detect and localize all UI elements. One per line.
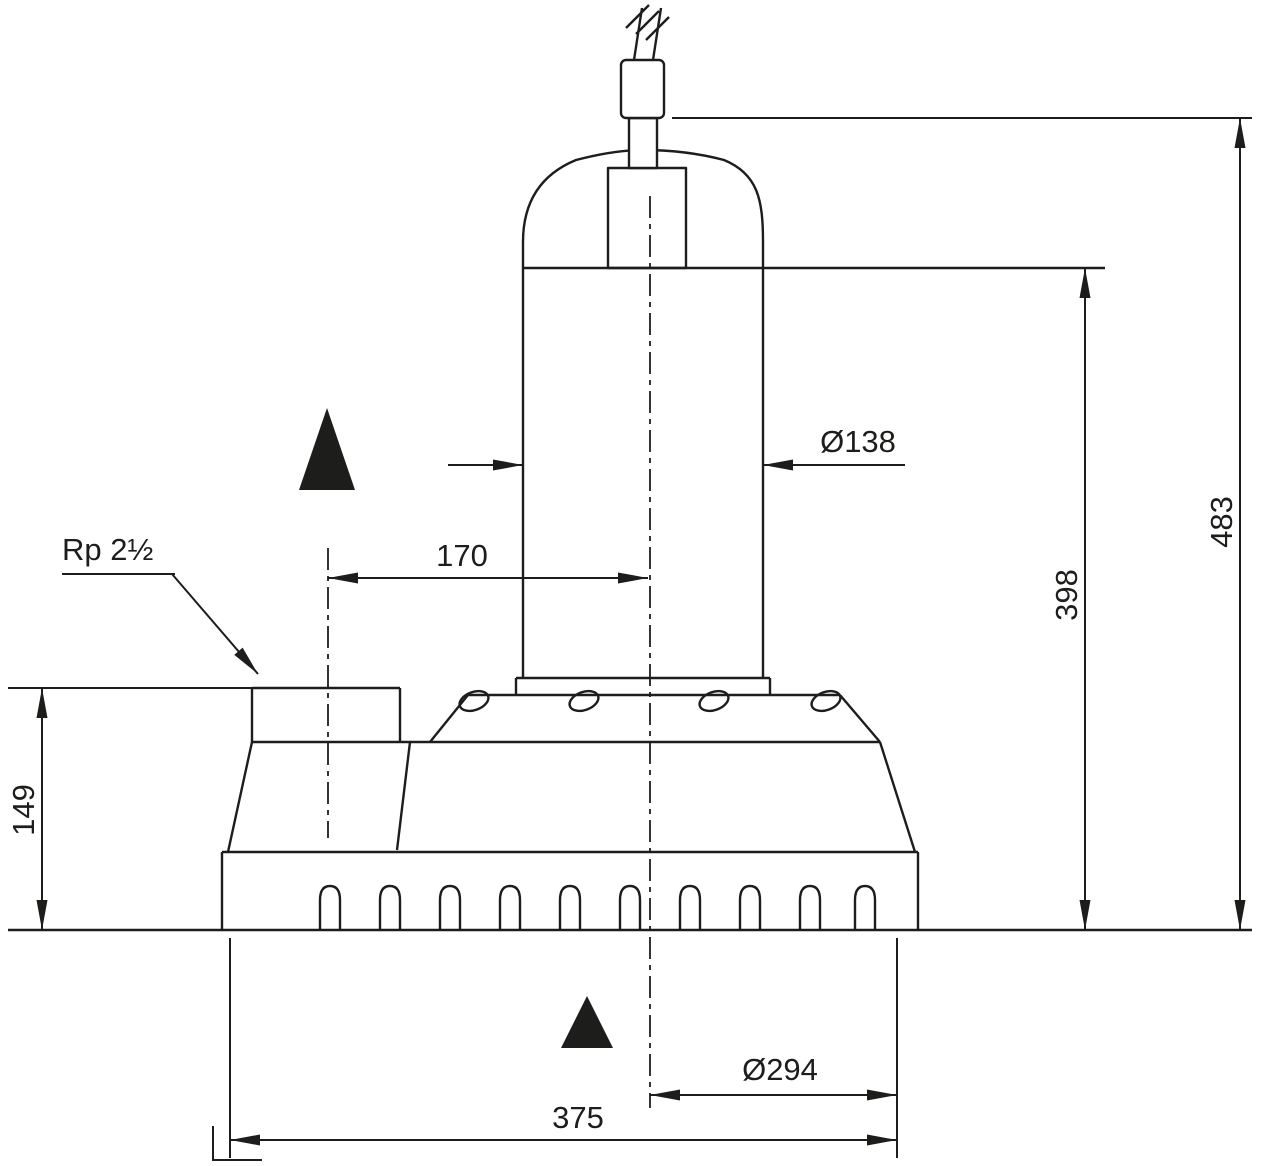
lower-flange bbox=[514, 676, 772, 695]
dimension-170-label: 170 bbox=[436, 538, 488, 573]
discharge-port bbox=[250, 686, 402, 742]
strainer-slots bbox=[318, 884, 877, 930]
frame-corner bbox=[212, 1126, 262, 1161]
pump-outline bbox=[8, 4, 1252, 1161]
strainer-slot bbox=[853, 884, 877, 930]
strainer-slot bbox=[318, 884, 342, 930]
dimension-149: 149 bbox=[6, 687, 252, 930]
volute-seam bbox=[395, 741, 412, 851]
dimension-375-label: 375 bbox=[552, 1100, 604, 1135]
dimension-149-label: 149 bbox=[6, 784, 41, 836]
clip-icon bbox=[698, 689, 730, 713]
leader-line bbox=[171, 573, 259, 675]
clip-band bbox=[429, 693, 881, 743]
dimension-398: 398 bbox=[1049, 268, 1091, 930]
cable-connector-body bbox=[619, 58, 666, 120]
dimension-dia294: Ø294 bbox=[650, 938, 898, 1158]
dimension-dia294-label: Ø294 bbox=[742, 1052, 818, 1087]
dimension-dia138-label: Ø138 bbox=[820, 424, 896, 459]
centerlines bbox=[327, 196, 651, 1108]
upper-triangle-icon bbox=[299, 408, 355, 490]
dimension-170: 170 bbox=[328, 538, 648, 584]
volute-left-slant bbox=[226, 741, 254, 853]
clip-icon bbox=[810, 689, 842, 713]
power-cable bbox=[625, 4, 670, 61]
volute-right-slant bbox=[878, 741, 917, 853]
port-thread-label: Rp 2½ bbox=[62, 532, 153, 567]
strainer-slot bbox=[378, 884, 402, 930]
strainer-slot bbox=[678, 884, 702, 930]
level-symbols bbox=[299, 408, 613, 1048]
dimension-483: 483 bbox=[672, 117, 1252, 930]
clip-icon bbox=[458, 689, 490, 713]
dimension-398-label: 398 bbox=[1049, 569, 1084, 621]
strainer-slot bbox=[498, 884, 522, 930]
dimension-375: 375 bbox=[229, 938, 897, 1158]
cable-gland-boss bbox=[606, 166, 688, 270]
strainer-slot bbox=[798, 884, 822, 930]
strainer-slot bbox=[438, 884, 462, 930]
dimension-483-label: 483 bbox=[1204, 496, 1239, 548]
cable-connector-neck bbox=[627, 116, 659, 170]
clip-icon bbox=[568, 689, 600, 713]
lower-triangle-icon bbox=[561, 996, 613, 1048]
callout-port-thread: Rp 2½ bbox=[62, 532, 259, 675]
strainer-slot bbox=[738, 884, 762, 930]
strainer-slot bbox=[558, 884, 582, 930]
dimension-dia138: Ø138 bbox=[448, 424, 905, 471]
strainer-band bbox=[220, 850, 920, 930]
strainer-slot bbox=[618, 884, 642, 930]
housing-clips bbox=[458, 689, 842, 713]
